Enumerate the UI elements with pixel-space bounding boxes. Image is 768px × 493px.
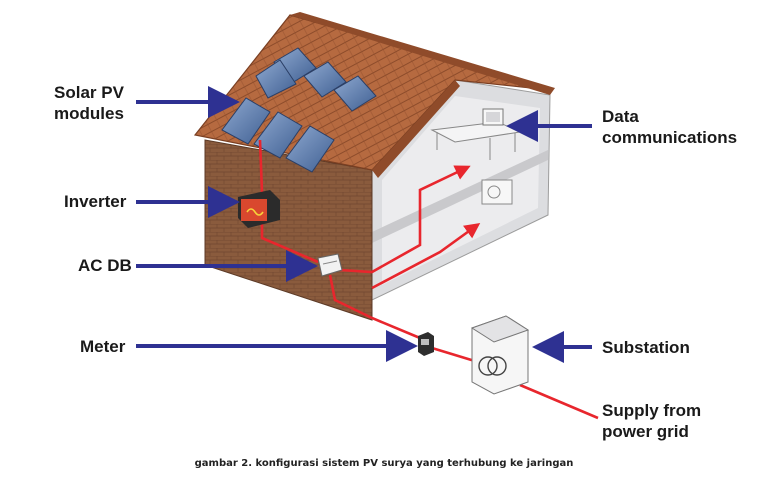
power-wiring <box>258 139 599 420</box>
solar-panel-array <box>221 47 377 173</box>
solar-panel <box>303 61 347 98</box>
label-data-comm-line1: Data <box>602 107 639 126</box>
label-solar-pv-line2: modules <box>54 104 124 123</box>
label-solar-pv-line1: Solar PV <box>54 83 124 102</box>
solar-panel <box>253 111 303 159</box>
label-data-comm-line2: communications <box>602 128 738 147</box>
label-ac-db: AC DB <box>78 256 132 275</box>
house-front-wall <box>204 139 373 321</box>
figure-caption: gambar 2. konfigurasi sistem PV surya ya… <box>194 458 574 469</box>
label-data-comm: Data communications <box>602 106 737 148</box>
label-supply-grid-line1: Supply from <box>602 401 702 420</box>
substation-box <box>470 315 530 395</box>
ac-db-box <box>317 253 343 277</box>
house-interior <box>371 79 551 301</box>
solar-panel <box>285 125 335 173</box>
inverter-unit <box>238 190 280 228</box>
meter-box <box>418 332 434 356</box>
solar-panel <box>333 75 377 112</box>
label-meter: Meter <box>80 337 126 356</box>
label-supply-grid-line2: power grid <box>602 422 689 441</box>
label-solar-pv: Solar PV modules <box>54 82 124 124</box>
label-inverter: Inverter <box>64 192 127 211</box>
label-arrows <box>136 86 592 363</box>
label-substation: Substation <box>602 338 690 357</box>
label-supply-grid: Supply from power grid <box>602 400 701 442</box>
solar-panel <box>255 59 297 99</box>
